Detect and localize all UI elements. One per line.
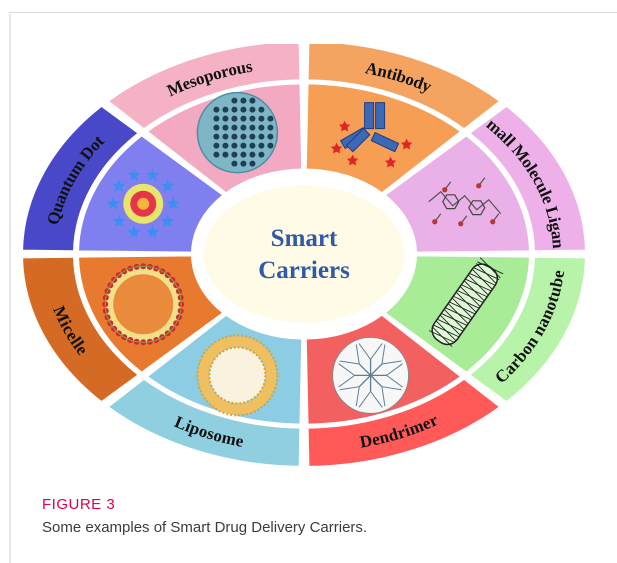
outer-segment-5 [106, 377, 302, 468]
outer-segment-1 [306, 44, 502, 131]
mesoporous-sphere-icon [196, 91, 279, 174]
outer-segment-2 [467, 104, 587, 253]
outer-ring [22, 44, 587, 468]
outer-segment-4 [306, 377, 502, 468]
quantum-dot-icon [106, 168, 180, 238]
smart-carriers-diagram: AntibodySmall Molecule LigandCarbon nano… [22, 44, 587, 468]
carrier-icons [102, 91, 504, 417]
outer-segment-8 [106, 44, 302, 131]
figure-caption: Some examples of Smart Drug Delivery Car… [42, 519, 368, 536]
center-circle: Smart Carriers [200, 182, 408, 326]
center-title-line1: Smart [271, 225, 338, 252]
outer-segment-7 [22, 104, 141, 253]
outer-segment-6 [22, 255, 141, 404]
figure-label: FIGURE 3 [42, 496, 116, 513]
nanotube-icon [429, 257, 504, 348]
left-border [9, 14, 11, 563]
antibody-icon [330, 102, 413, 168]
outer-segment-3 [467, 255, 587, 404]
dendrimer-icon [332, 336, 410, 414]
molecule-icon [428, 177, 502, 227]
micelle-icon [102, 263, 185, 346]
top-divider [9, 12, 617, 13]
liposome-icon [196, 334, 279, 417]
center-title-line2: Carriers [258, 257, 350, 284]
